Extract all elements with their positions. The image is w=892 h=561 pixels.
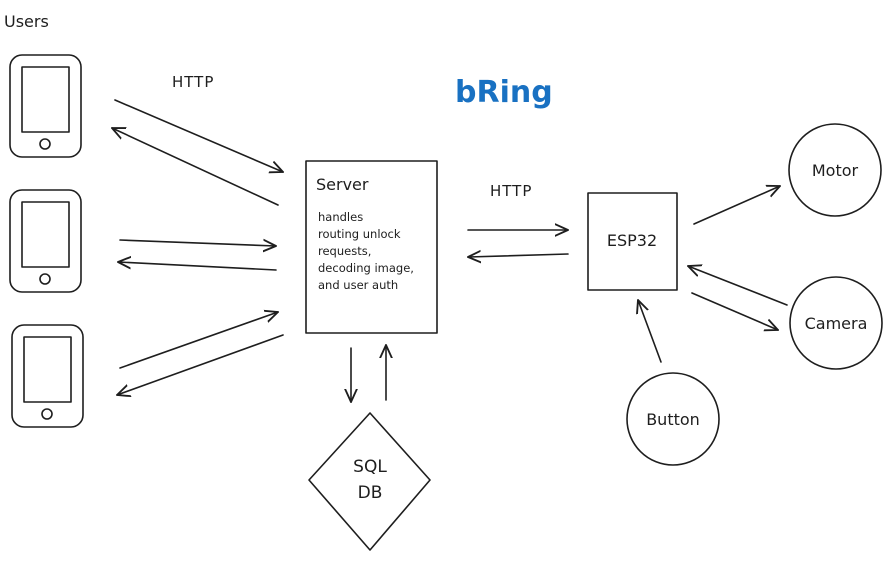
smartphone-icon bbox=[11, 324, 84, 428]
camera-label: Camera bbox=[805, 314, 868, 333]
server-description-line: handles bbox=[318, 210, 363, 224]
server-description-line: requests, bbox=[318, 244, 371, 258]
server-box: Server handles routing unlock requests, … bbox=[305, 160, 438, 334]
phone-1 bbox=[9, 54, 82, 158]
button-node: Button bbox=[626, 372, 720, 466]
esp32-label: ESP32 bbox=[607, 231, 657, 250]
arrow-phone2-to-server bbox=[119, 240, 276, 246]
arrow-server-to-phone3 bbox=[117, 334, 284, 395]
diagram-title: bRing bbox=[455, 75, 553, 110]
arrow-esp32-to-motor bbox=[693, 186, 780, 225]
arrow-phone1-to-server bbox=[114, 99, 283, 172]
arrow-button-to-esp32 bbox=[638, 300, 662, 363]
motor-label: Motor bbox=[812, 161, 859, 180]
server-description-line: and user auth bbox=[318, 278, 398, 292]
arrow-server-to-phone1 bbox=[112, 128, 279, 206]
motor-node: Motor bbox=[788, 123, 882, 217]
users-label: Users bbox=[4, 12, 49, 31]
arrow-phone3-to-server bbox=[119, 312, 278, 369]
http-label-left: HTTP bbox=[172, 73, 214, 91]
smartphone-icon bbox=[9, 189, 82, 293]
server-description-line: routing unlock bbox=[318, 227, 401, 241]
db-label-line2: DB bbox=[358, 483, 383, 503]
smartphone-icon bbox=[9, 54, 82, 158]
server-description-line: decoding image, bbox=[318, 261, 414, 275]
sql-database: SQL DB bbox=[308, 412, 431, 551]
phone-3 bbox=[11, 324, 84, 428]
arrow-esp32-to-server bbox=[468, 254, 569, 257]
arrow-esp32-to-camera bbox=[691, 292, 778, 330]
camera-node: Camera bbox=[789, 276, 883, 370]
esp32-box: ESP32 bbox=[587, 192, 678, 291]
http-label-right: HTTP bbox=[490, 182, 532, 200]
button-label: Button bbox=[646, 410, 700, 429]
arrow-server-to-phone2 bbox=[118, 262, 277, 271]
server-title: Server bbox=[316, 175, 369, 194]
arrow-camera-to-esp32 bbox=[688, 266, 788, 306]
db-label-line1: SQL bbox=[353, 457, 387, 477]
phone-2 bbox=[9, 189, 82, 293]
